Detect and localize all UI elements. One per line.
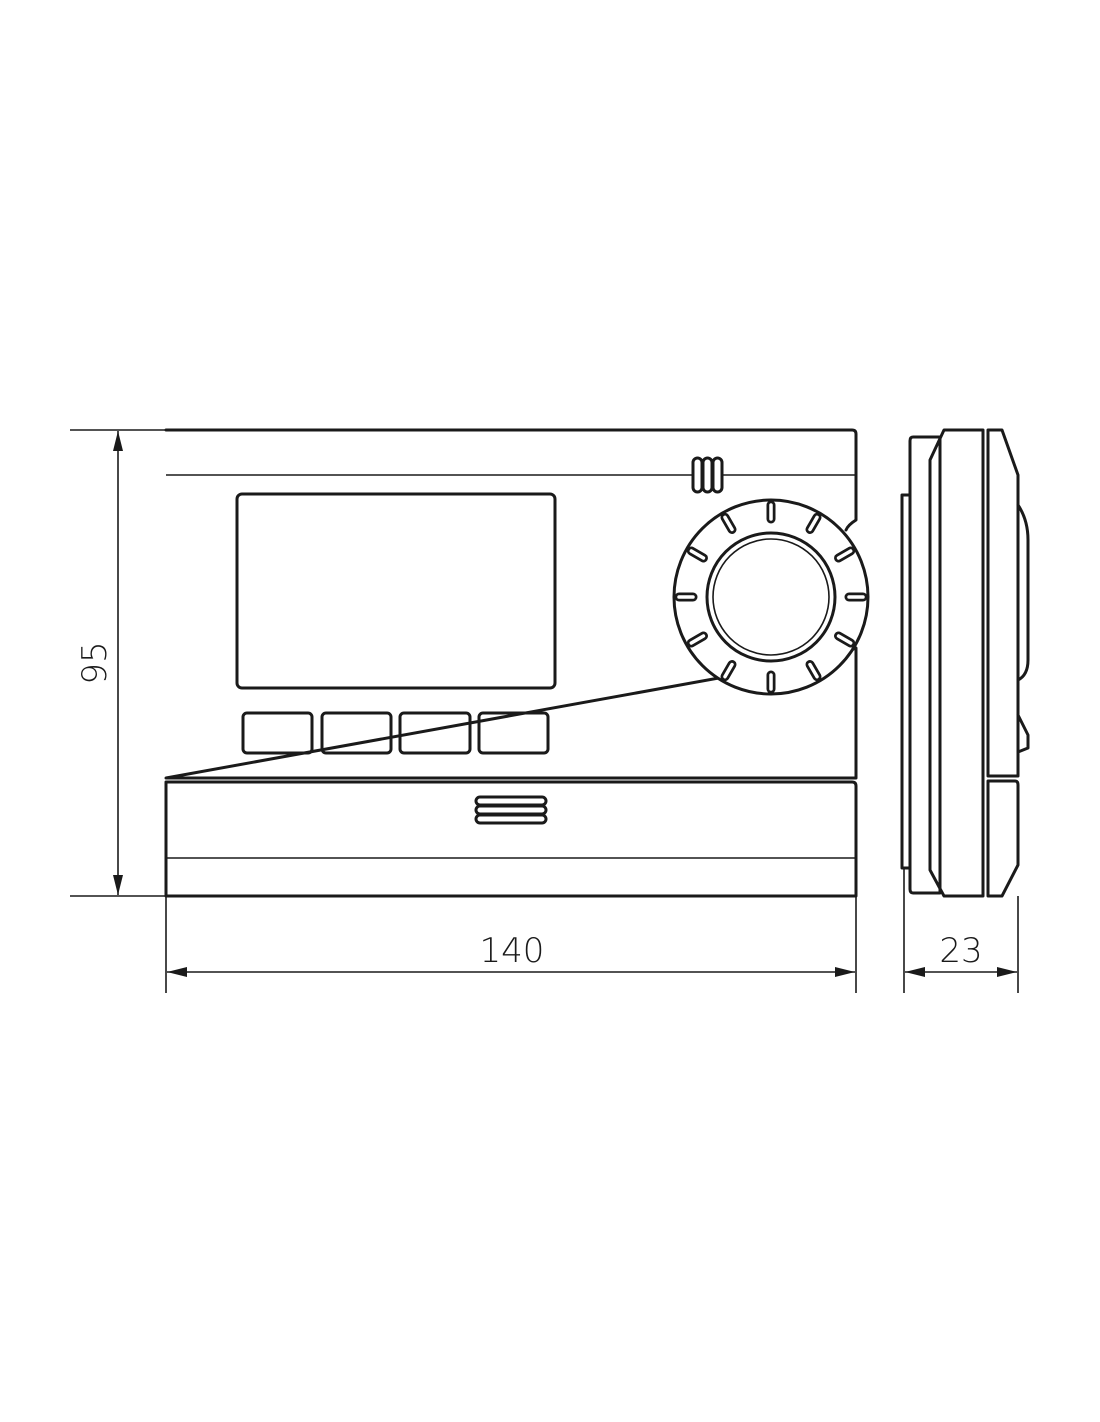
lower-panel [164,780,858,898]
front-cover [986,428,1020,778]
side-view [900,428,1030,898]
dial-tick [723,515,734,532]
height-label: 95 [75,641,115,684]
dial-tick [808,662,819,679]
display-screen [235,492,557,690]
top-vent-icon [691,456,724,494]
button-row [241,711,550,755]
button-1[interactable] [241,711,314,755]
rotary-dial[interactable] [672,498,870,696]
main-body [928,428,985,898]
dimension-height: 95 [70,429,166,897]
dial-tick [689,549,706,560]
dial-tick [689,634,706,645]
button-3[interactable] [398,711,472,755]
front-view [164,428,870,898]
width-label: 140 [480,931,545,971]
depth-label: 23 [939,931,982,971]
base-section [908,435,942,895]
dial-ticks [674,500,868,694]
dial-tick [808,515,819,532]
button-2[interactable] [320,711,393,755]
dial-tick [836,549,853,560]
dimension-width: 140 [165,896,857,993]
button-4[interactable] [477,711,550,755]
dial-tick [836,634,853,645]
dimension-depth: 23 [903,868,1019,993]
front-lower-cover [986,779,1020,898]
dial-tick [723,662,734,679]
bottom-vent-icon [474,795,548,825]
